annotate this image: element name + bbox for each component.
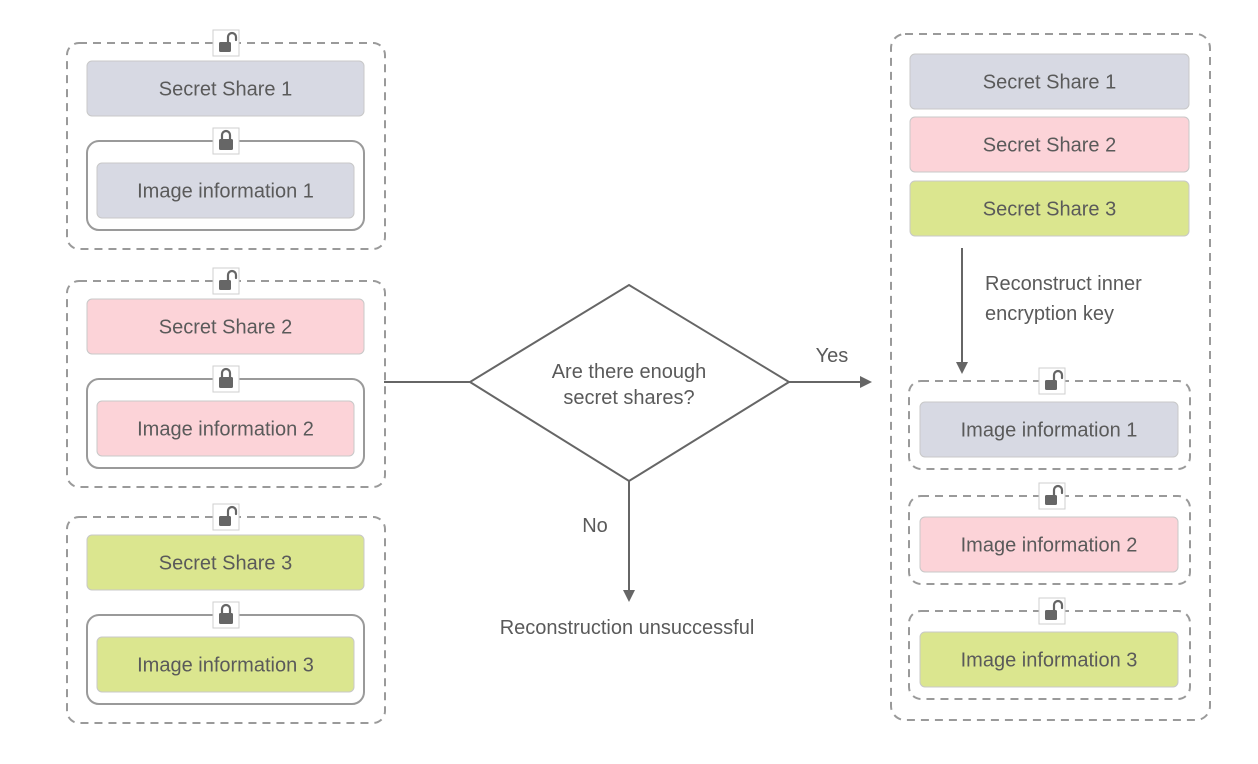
right-image-info-1-box <box>919 401 1179 458</box>
right-image-info-3-box <box>919 631 1179 688</box>
right-image-group-2: Image information 2 <box>908 482 1191 585</box>
left-image-info-1-label: Image information 1 <box>137 181 314 203</box>
no-label: No <box>582 515 608 537</box>
right-image-info-1-label: Image information 1 <box>961 420 1138 442</box>
left-secret-share-3-box <box>86 534 365 591</box>
left-secret-share-2-box <box>86 298 365 355</box>
right-secret-share-1-label: Secret Share 1 <box>983 72 1116 94</box>
right-image-group-1: Image information 1 <box>908 367 1191 470</box>
failure-label: Reconstruction unsuccessful <box>500 617 755 639</box>
right-images: Image information 1 Image information 2 Im… <box>908 367 1191 700</box>
right-secret-share-2-box <box>909 116 1190 173</box>
unlocked-padlock-icon <box>212 267 240 295</box>
right-image-info-3-label: Image information 3 <box>961 650 1138 672</box>
left-group-2: Secret Share 2 Image information 2 <box>66 267 386 488</box>
right-image-group-3: Image information 3 <box>908 597 1191 700</box>
reconstruct-text-line1: Reconstruct inner <box>985 273 1142 295</box>
right-secret-share-2-label: Secret Share 2 <box>983 135 1116 157</box>
left-group-3: Secret Share 3 Image information 3 <box>66 503 386 724</box>
left-group-1: Secret Share 1 Image information 1 <box>66 29 386 250</box>
decision-text-line1: Are there enough <box>552 361 707 383</box>
right-image-info-2-box <box>919 516 1179 573</box>
unlocked-padlock-icon <box>1038 597 1066 625</box>
unlocked-padlock-icon <box>1038 482 1066 510</box>
left-image-info-2-label: Image information 2 <box>137 419 314 441</box>
yes-label: Yes <box>816 345 849 367</box>
decision-diamond <box>468 283 791 483</box>
right-secret-share-3-box <box>909 180 1190 237</box>
left-image-info-3-box <box>96 636 355 693</box>
right-secret-share-3-label: Secret Share 3 <box>983 199 1116 221</box>
unlocked-padlock-icon <box>1038 367 1066 395</box>
right-panel-frame <box>890 33 1211 721</box>
right-secret-share-1-box <box>909 53 1190 110</box>
left-secret-share-1-box <box>86 60 365 117</box>
left-image-info-1-box <box>96 162 355 219</box>
locked-padlock-icon <box>212 365 240 393</box>
reconstruct-text-line2: encryption key <box>985 303 1114 325</box>
unlocked-padlock-icon <box>212 503 240 531</box>
left-secret-share-1-label: Secret Share 1 <box>159 79 292 101</box>
left-secret-share-2-label: Secret Share 2 <box>159 317 292 339</box>
left-secret-share-3-label: Secret Share 3 <box>159 553 292 575</box>
right-image-info-2-label: Image information 2 <box>961 535 1138 557</box>
locked-padlock-icon <box>212 127 240 155</box>
decision-text-line2: secret shares? <box>563 387 694 409</box>
left-image-info-3-label: Image information 3 <box>137 655 314 677</box>
unlocked-padlock-icon <box>212 29 240 57</box>
left-image-info-2-box <box>96 400 355 457</box>
locked-padlock-icon <box>212 601 240 629</box>
right-shares: Secret Share 1 Secret Share 2 Secret Share… <box>909 53 1190 237</box>
